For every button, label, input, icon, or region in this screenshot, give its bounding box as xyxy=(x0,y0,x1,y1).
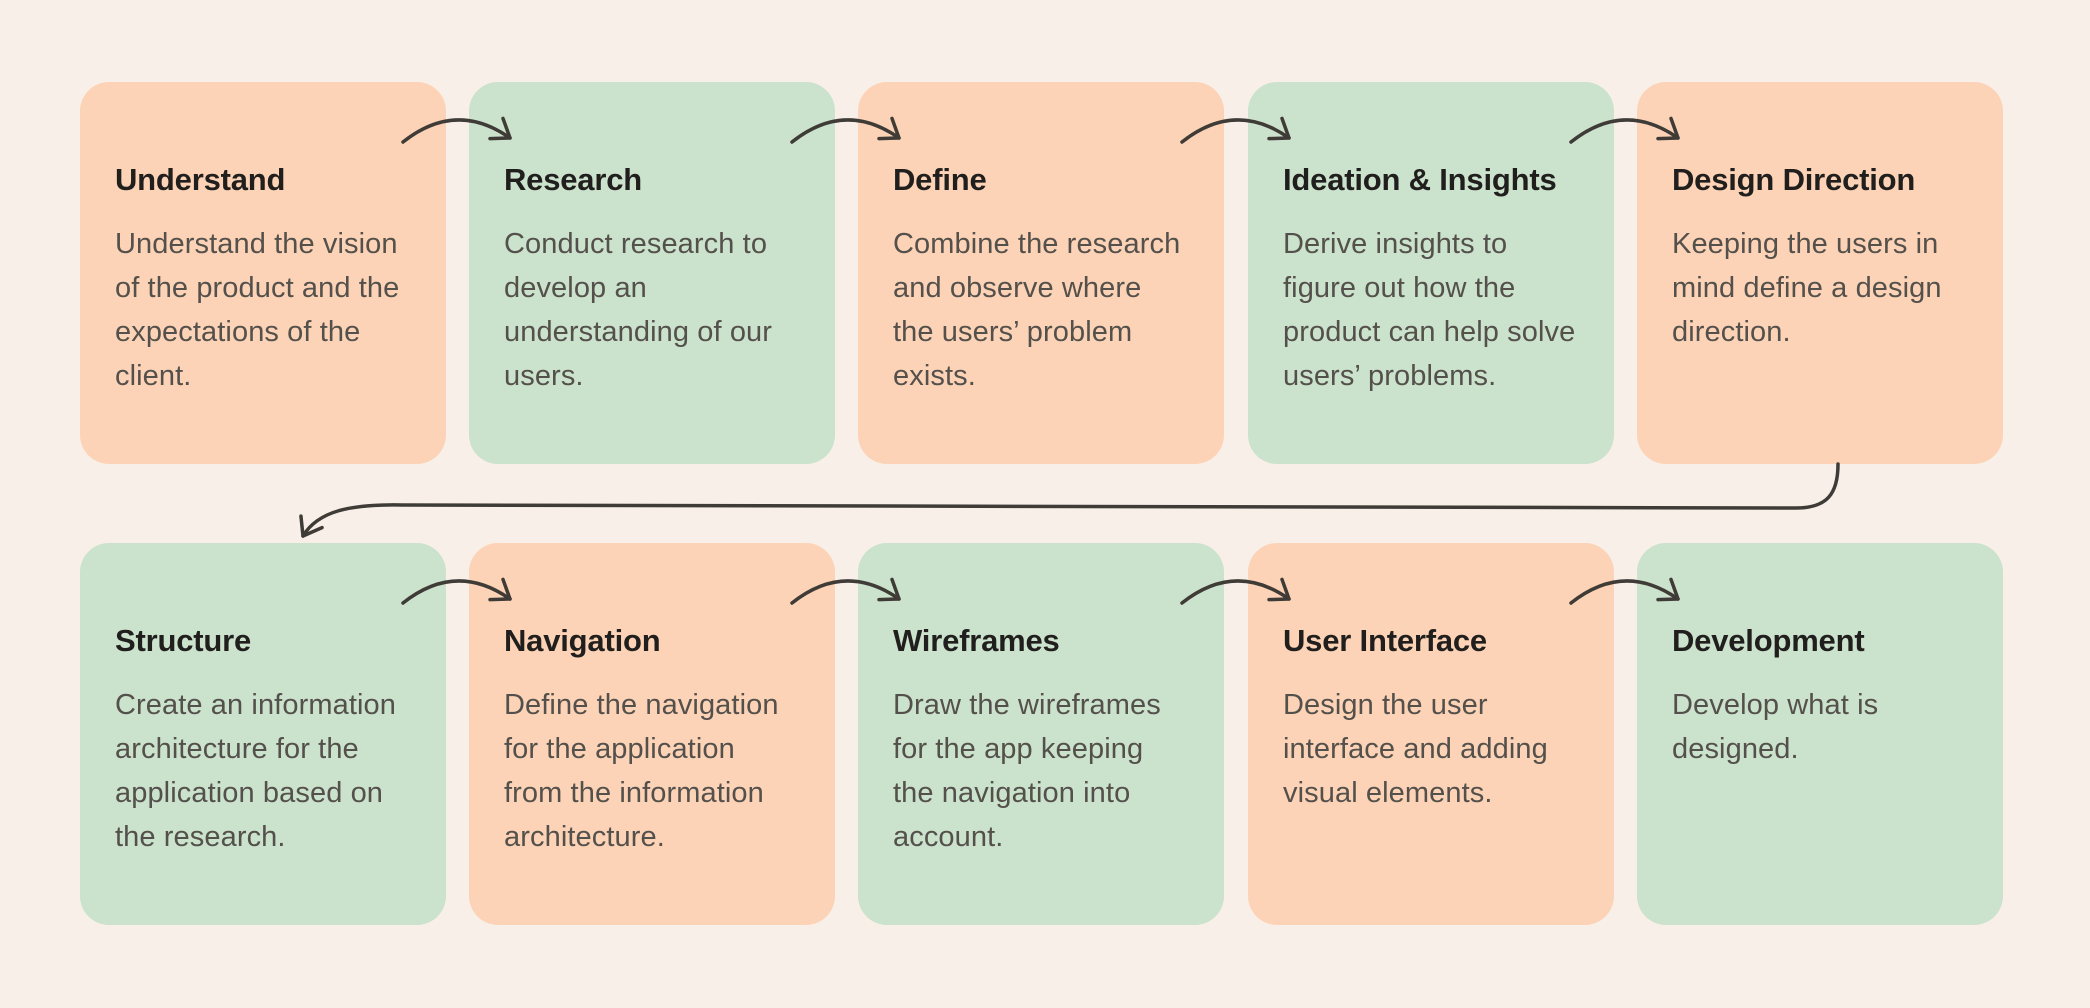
card-description: Develop what is designed. xyxy=(1672,689,1879,765)
card-title: Navigation xyxy=(504,623,661,658)
card-wireframes: Wireframes Draw the wireframes for the a… xyxy=(858,543,1224,925)
card-navigation: Navigation Define the navigation for the… xyxy=(469,543,835,925)
card-development: Development Develop what is designed. xyxy=(1637,543,2003,925)
card-description: Derive insights to figure out how the pr… xyxy=(1283,228,1576,392)
row-connector-arrow-icon xyxy=(299,462,1840,538)
card-ideation-insights: Ideation & Insights Derive insights to f… xyxy=(1248,82,1614,464)
card-title: User Interface xyxy=(1283,623,1487,658)
card-user-interface: User Interface Design the user interface… xyxy=(1248,543,1614,925)
card-design-direction: Design Direction Keeping the users in mi… xyxy=(1637,82,2003,464)
card-description: Design the user interface and adding vis… xyxy=(1283,689,1548,809)
card-title: Design Direction xyxy=(1672,162,1916,197)
card-description: Draw the wireframes for the app keeping … xyxy=(893,689,1161,853)
card-title: Define xyxy=(893,162,987,197)
card-title: Understand xyxy=(115,162,286,197)
card-title: Development xyxy=(1672,623,1865,658)
card-description: Keeping the users in mind define a desig… xyxy=(1672,228,1942,348)
card-define: Define Combine the research and observe … xyxy=(858,82,1224,464)
card-description: Create an information architecture for t… xyxy=(115,689,396,853)
card-description: Understand the vision of the product and… xyxy=(115,228,400,392)
card-description: Conduct research to develop an understan… xyxy=(504,228,773,392)
card-description: Combine the research and observe where t… xyxy=(893,228,1181,392)
card-title: Ideation & Insights xyxy=(1283,162,1557,197)
card-research: Research Conduct research to develop an … xyxy=(469,82,835,464)
card-title: Research xyxy=(504,162,642,197)
card-title: Structure xyxy=(115,623,252,658)
card-understand: Understand Understand the vision of the … xyxy=(80,82,446,464)
card-description: Define the navigation for the applicatio… xyxy=(504,689,779,853)
card-title: Wireframes xyxy=(893,623,1060,658)
card-structure: Structure Create an information architec… xyxy=(80,543,446,925)
